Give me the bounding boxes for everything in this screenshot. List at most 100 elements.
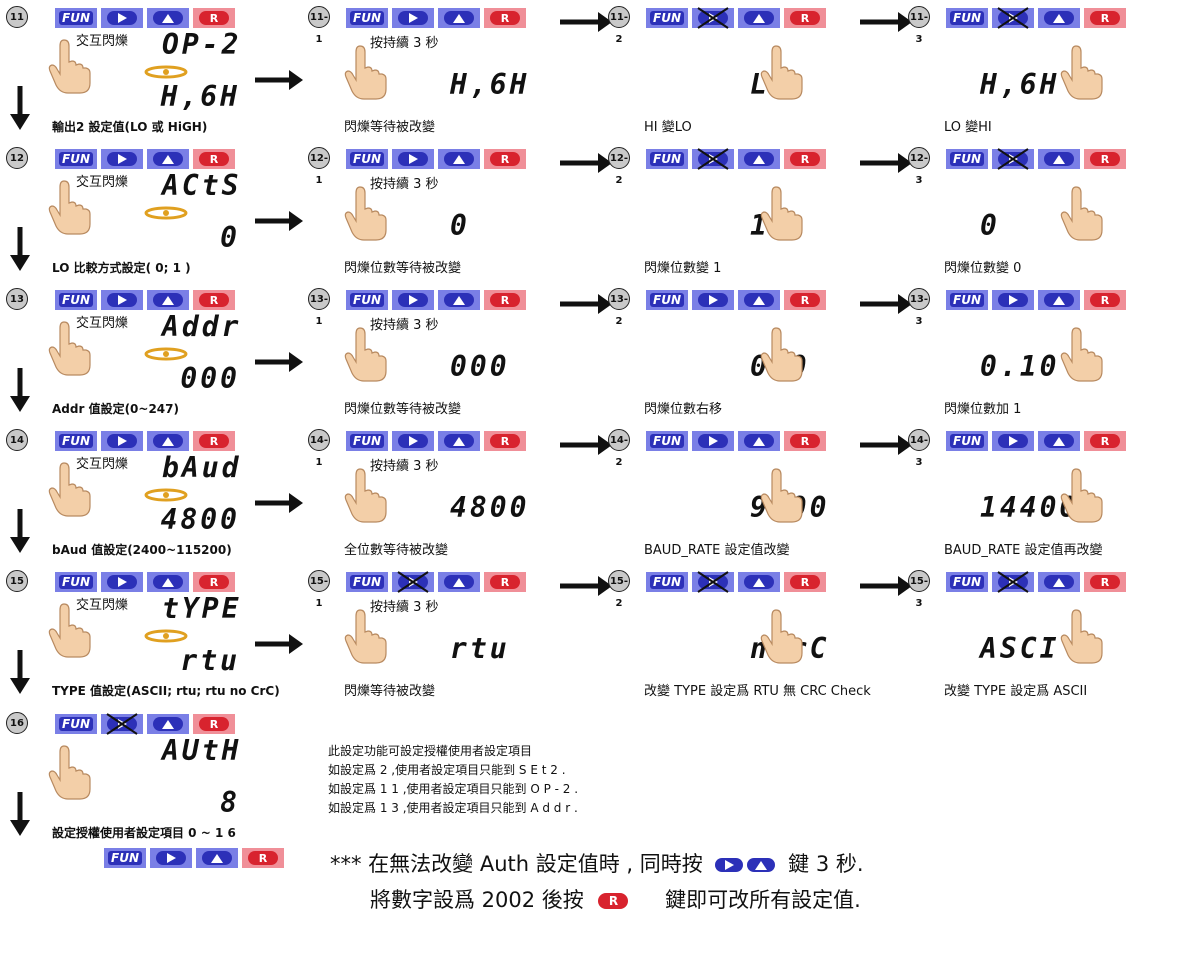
button-row: FUN R — [346, 431, 526, 451]
right-button[interactable] — [992, 290, 1034, 310]
up-button[interactable] — [738, 149, 780, 169]
fun-button[interactable]: FUN — [55, 431, 97, 451]
fun-button[interactable]: FUN — [346, 8, 388, 28]
up-button[interactable] — [147, 290, 189, 310]
up-button[interactable] — [438, 8, 480, 28]
reset-button[interactable]: R — [484, 431, 526, 451]
mode-label: 交互閃爍 — [76, 457, 129, 472]
reset-button[interactable]: R — [193, 572, 235, 592]
right-button[interactable] — [692, 7, 734, 29]
reset-button[interactable]: R — [784, 290, 826, 310]
reset-label: R — [199, 575, 229, 589]
right-button[interactable] — [392, 431, 434, 451]
fun-button[interactable]: FUN — [946, 572, 988, 592]
reset-button[interactable]: R — [784, 149, 826, 169]
up-button[interactable] — [1038, 431, 1080, 451]
reset-button[interactable]: R — [484, 8, 526, 28]
up-arrow-icon — [1053, 13, 1065, 23]
lcd-top: OP-2 — [162, 28, 242, 61]
reset-button[interactable]: R — [193, 431, 235, 451]
right-button[interactable] — [692, 148, 734, 170]
up-button[interactable] — [438, 290, 480, 310]
reset-button[interactable]: R — [1084, 8, 1126, 28]
fun-button[interactable]: FUN — [104, 848, 146, 868]
reset-button[interactable]: R — [784, 572, 826, 592]
fun-button[interactable]: FUN — [946, 290, 988, 310]
fun-button[interactable]: FUN — [55, 290, 97, 310]
up-button[interactable] — [1038, 572, 1080, 592]
right-button[interactable] — [392, 8, 434, 28]
fun-button[interactable]: FUN — [346, 149, 388, 169]
up-button[interactable] — [738, 431, 780, 451]
up-button[interactable] — [147, 8, 189, 28]
reset-button[interactable]: R — [1084, 572, 1126, 592]
button-row: FUN R — [646, 571, 826, 593]
fun-button[interactable]: FUN — [646, 290, 688, 310]
up-button[interactable] — [1038, 290, 1080, 310]
up-button[interactable] — [438, 149, 480, 169]
right-button[interactable] — [101, 572, 143, 592]
step-badge: 15 — [6, 570, 28, 592]
fun-button[interactable]: FUN — [346, 431, 388, 451]
reset-button[interactable]: R — [484, 290, 526, 310]
up-button[interactable] — [147, 431, 189, 451]
right-button[interactable] — [101, 290, 143, 310]
up-button[interactable] — [1038, 8, 1080, 28]
right-button[interactable] — [101, 713, 143, 735]
reset-button[interactable]: R — [193, 714, 235, 734]
right-button[interactable] — [992, 571, 1034, 593]
fun-button[interactable]: FUN — [55, 572, 97, 592]
up-button[interactable] — [438, 431, 480, 451]
right-button[interactable] — [392, 290, 434, 310]
right-button[interactable] — [692, 431, 734, 451]
fun-button[interactable]: FUN — [55, 8, 97, 28]
reset-button[interactable]: R — [784, 431, 826, 451]
up-button[interactable] — [147, 149, 189, 169]
fun-button[interactable]: FUN — [646, 8, 688, 28]
fun-button[interactable]: FUN — [946, 8, 988, 28]
fun-button[interactable]: FUN — [946, 431, 988, 451]
reset-button[interactable]: R — [484, 572, 526, 592]
right-button[interactable] — [101, 8, 143, 28]
reset-button[interactable]: R — [1084, 431, 1126, 451]
right-button[interactable] — [692, 571, 734, 593]
right-button[interactable] — [150, 848, 192, 868]
right-button[interactable] — [992, 431, 1034, 451]
up-pill — [444, 11, 474, 25]
reset-button[interactable]: R — [484, 149, 526, 169]
up-button[interactable] — [738, 290, 780, 310]
right-button[interactable] — [101, 149, 143, 169]
reset-button[interactable]: R — [242, 848, 284, 868]
reset-button[interactable]: R — [193, 149, 235, 169]
up-button[interactable] — [147, 714, 189, 734]
up-button[interactable] — [738, 8, 780, 28]
right-button[interactable] — [392, 571, 434, 593]
right-button[interactable] — [101, 431, 143, 451]
up-arrow-icon — [162, 295, 174, 305]
fun-button[interactable]: FUN — [346, 290, 388, 310]
right-button[interactable] — [392, 149, 434, 169]
reset-button[interactable]: R — [193, 290, 235, 310]
arrow-right-icon — [560, 153, 612, 177]
fun-button[interactable]: FUN — [346, 572, 388, 592]
right-button[interactable] — [992, 148, 1034, 170]
step-badge: 13-3 — [908, 288, 930, 327]
fun-button[interactable]: FUN — [646, 431, 688, 451]
reset-button[interactable]: R — [1084, 149, 1126, 169]
fun-button[interactable]: FUN — [55, 714, 97, 734]
fun-button[interactable]: FUN — [946, 149, 988, 169]
up-button[interactable] — [438, 572, 480, 592]
fun-label: FUN — [350, 575, 384, 589]
reset-button[interactable]: R — [1084, 290, 1126, 310]
up-button[interactable] — [147, 572, 189, 592]
reset-button[interactable]: R — [784, 8, 826, 28]
reset-button[interactable]: R — [193, 8, 235, 28]
up-button[interactable] — [1038, 149, 1080, 169]
fun-button[interactable]: FUN — [55, 149, 97, 169]
up-button[interactable] — [738, 572, 780, 592]
right-button[interactable] — [992, 7, 1034, 29]
fun-button[interactable]: FUN — [646, 149, 688, 169]
fun-button[interactable]: FUN — [646, 572, 688, 592]
up-button[interactable] — [196, 848, 238, 868]
right-button[interactable] — [692, 290, 734, 310]
